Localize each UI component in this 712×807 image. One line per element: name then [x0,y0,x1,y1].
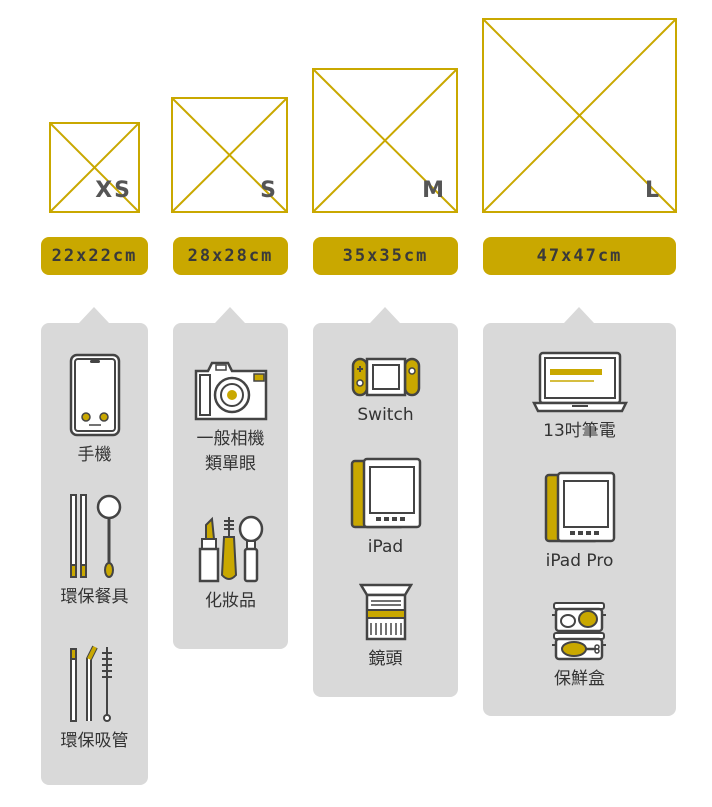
size-letter-m: M [422,178,446,203]
item-label: Switch [357,405,414,425]
dims-pill-xs: 22x22cm [41,237,148,275]
panel-l: 13吋筆電 iPad Pro [483,307,676,716]
s-box-outline [171,97,288,213]
switch-console-icon [351,357,421,397]
size-letter-s: S [260,178,278,203]
item-laptop: 13吋筆電 [483,351,676,444]
item-smartphone: 手機 [41,353,148,468]
item-label: iPad Pro [545,551,614,571]
camera-icon [194,359,268,421]
item-label: 手機 [77,445,112,465]
panel-xs: 手機 環保餐具 [41,307,148,785]
m-box-outline [312,68,458,213]
size-box-l: L [482,18,677,213]
item-ipad: iPad [313,457,458,560]
item-ipad-pro: iPad Pro [483,471,676,574]
item-label: 環保餐具 [60,587,129,607]
item-label: 環保吸管 [60,731,129,751]
lunchbox-icon [550,601,610,661]
item-lunchbox: 保鮮盒 [483,601,676,692]
dims-pill-m: 35x35cm [313,237,458,275]
size-box-m: M [312,68,458,213]
item-label: 13吋筆電 [543,421,616,441]
size-letter-l: L [644,178,661,203]
dims-pill-l: 47x47cm [483,237,676,275]
smartphone-icon [69,353,121,437]
panel-arrow [79,307,109,323]
item-lens: 鏡頭 [313,583,458,672]
item-label: 保鮮盒 [554,669,605,689]
dims-pill-s: 28x28cm [173,237,288,275]
panel-arrow [215,307,245,323]
size-box-s: S [171,97,288,213]
utensils-icon [67,493,123,579]
item-switch: Switch [313,357,458,428]
size-letter-xs: XS [95,178,132,203]
panel-s: 一般相機 類單眼 化妝品 [173,307,288,649]
straws-icon [67,643,123,723]
item-label: 鏡頭 [368,649,403,669]
item-utensils: 環保餐具 [41,493,148,610]
panel-arrow [370,307,400,323]
l-box-outline [482,18,677,213]
item-label: 化妝品 [205,591,256,611]
panel-m: Switch iPad [313,307,458,697]
laptop-icon [531,351,628,413]
item-cosmetics: 化妝品 [173,515,288,614]
item-label: iPad [367,537,404,557]
size-box-xs: XS [49,122,140,213]
ipad-icon [350,457,422,529]
item-straws: 環保吸管 [41,643,148,754]
panel-arrow [564,307,594,323]
item-camera: 一般相機 類單眼 [173,359,288,477]
xs-box-outline [49,122,140,213]
item-label: 一般相機 類單眼 [196,429,265,474]
cosmetics-icon [196,515,266,583]
lens-icon [358,583,413,641]
ipad-pro-icon [544,471,616,543]
